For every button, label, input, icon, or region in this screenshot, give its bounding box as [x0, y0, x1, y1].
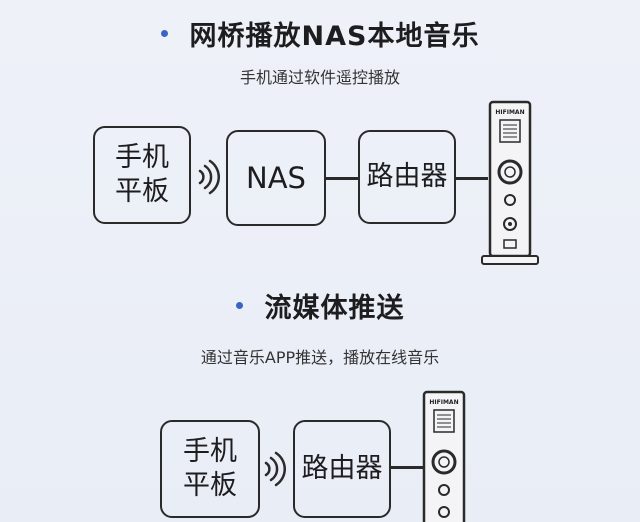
wireless-signal-icon — [264, 451, 286, 487]
section2-title-row: 流媒体推送 — [0, 286, 640, 325]
section1-subtitle: 手机通过软件遥控播放 — [239, 68, 400, 87]
hifi-amplifier-icon: HIFIMAN — [422, 390, 466, 522]
tablet-label: 平板 — [183, 470, 237, 501]
tablet-label: 平板 — [115, 176, 169, 207]
section2-title: 流媒体推送 — [264, 293, 405, 324]
connector-line — [456, 177, 488, 180]
bullet-dot — [160, 30, 168, 37]
hifi-amplifier-icon: HIFIMAN — [481, 100, 539, 265]
connector-line — [391, 466, 425, 469]
device-brand-label: HIFIMAN — [429, 399, 458, 406]
section1-title-row: 网桥播放NAS本地音乐 — [0, 14, 640, 53]
phone-label: 手机 — [183, 436, 237, 468]
wireless-signal-icon — [198, 159, 220, 195]
phone-label: 手机 — [115, 142, 169, 174]
router-box: 路由器 — [293, 420, 391, 518]
section1-title: 网桥播放NAS本地音乐 — [189, 21, 480, 52]
device-brand-label: HIFIMAN — [495, 109, 524, 116]
connector-line — [326, 177, 358, 180]
phone-tablet-box: 手机 平板 — [93, 126, 191, 224]
section2-subtitle: 通过音乐APP推送，播放在线音乐 — [200, 348, 440, 367]
phone-tablet-box: 手机 平板 — [160, 420, 260, 518]
router-box: 路由器 — [358, 130, 456, 224]
bullet-dot — [235, 302, 243, 309]
nas-box: NAS — [226, 130, 326, 226]
